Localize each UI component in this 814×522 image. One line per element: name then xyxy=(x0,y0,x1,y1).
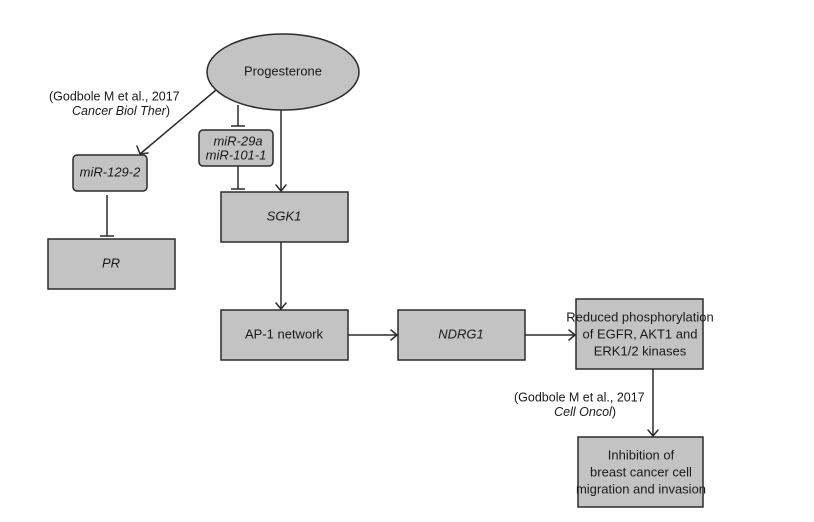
node-ndrg1-label: NDRG1 xyxy=(438,326,484,341)
citation-cancer-biol-ther: (Godbole M et al., 2017 Cancer Biol Ther… xyxy=(49,89,180,118)
arrowhead-icon xyxy=(647,429,659,437)
arrowhead-icon xyxy=(136,145,149,155)
node-pr-label: PR xyxy=(102,255,120,270)
citation-2-journal: Cell Oncol xyxy=(554,405,613,419)
node-progesterone: Progesterone xyxy=(206,33,360,111)
citation-1-close: ) xyxy=(166,104,170,118)
citation-2-authors: (Godbole M et al., 2017 xyxy=(514,390,645,404)
node-reduced-line2: of EGFR, AKT1 and xyxy=(583,326,698,341)
citation-cell-oncol: (Godbole M et al., 2017 Cell Oncol) xyxy=(514,390,645,419)
node-inhibition-migration: Inhibition of breast cancer cell migrati… xyxy=(576,436,706,508)
arrowhead-icon xyxy=(275,302,287,310)
citation-2-journal-line: Cell Oncol) xyxy=(554,405,616,419)
edge-ap1-to-ndrg1 xyxy=(348,329,398,341)
arrowhead-icon xyxy=(568,329,576,341)
edge-ndrg1-to-reduced-phosphorylation xyxy=(525,329,576,341)
node-sgk1: SGK1 xyxy=(220,191,349,243)
node-inhibition-line1: Inhibition of xyxy=(608,447,675,462)
citation-1-journal-line: Cancer Biol Ther) xyxy=(72,104,170,118)
node-progesterone-label: Progesterone xyxy=(244,63,322,78)
node-sgk1-label: SGK1 xyxy=(267,208,302,223)
node-pr: PR xyxy=(47,238,176,290)
node-mir29-label: miR-29a xyxy=(213,133,262,148)
node-reduced-line1: Reduced phosphorylation xyxy=(566,309,713,324)
node-inhibition-line2: breast cancer cell xyxy=(590,464,692,479)
citation-1-authors: (Godbole M et al., 2017 xyxy=(49,89,180,103)
node-ap1-label: AP-1 network xyxy=(245,326,324,341)
edge-progesterone-to-sgk1 xyxy=(275,109,287,192)
citation-2-close: ) xyxy=(612,405,616,419)
edge-mir129-inhibits-pr xyxy=(100,195,114,237)
node-mir29-mir101: miR-29a miR-101-1 xyxy=(198,129,274,167)
arrowhead-icon xyxy=(390,329,398,341)
node-mir129: miR-129-2 xyxy=(72,154,148,192)
node-reduced-line3: ERK1/2 kinases xyxy=(594,343,687,358)
node-reduced-phosphorylation: Reduced phosphorylation of EGFR, AKT1 an… xyxy=(566,298,714,370)
node-inhibition-line3: migration and invasion xyxy=(576,481,706,496)
edge-progesterone-to-mir129 xyxy=(136,89,217,155)
edge-mir29-inhibits-sgk1 xyxy=(231,166,245,190)
edge-progesterone-inhibits-mir29 xyxy=(231,105,245,127)
node-ndrg1: NDRG1 xyxy=(397,309,526,361)
citation-1-journal: Cancer Biol Ther xyxy=(72,104,167,118)
arrowhead-icon xyxy=(275,184,287,192)
node-ap1-network: AP-1 network xyxy=(220,309,349,361)
node-mir101-label: miR-101-1 xyxy=(206,147,267,162)
edge-sgk1-to-ap1 xyxy=(275,242,287,310)
edge-reduced-to-inhibition xyxy=(647,369,659,437)
node-mir129-label: miR-129-2 xyxy=(80,164,141,179)
